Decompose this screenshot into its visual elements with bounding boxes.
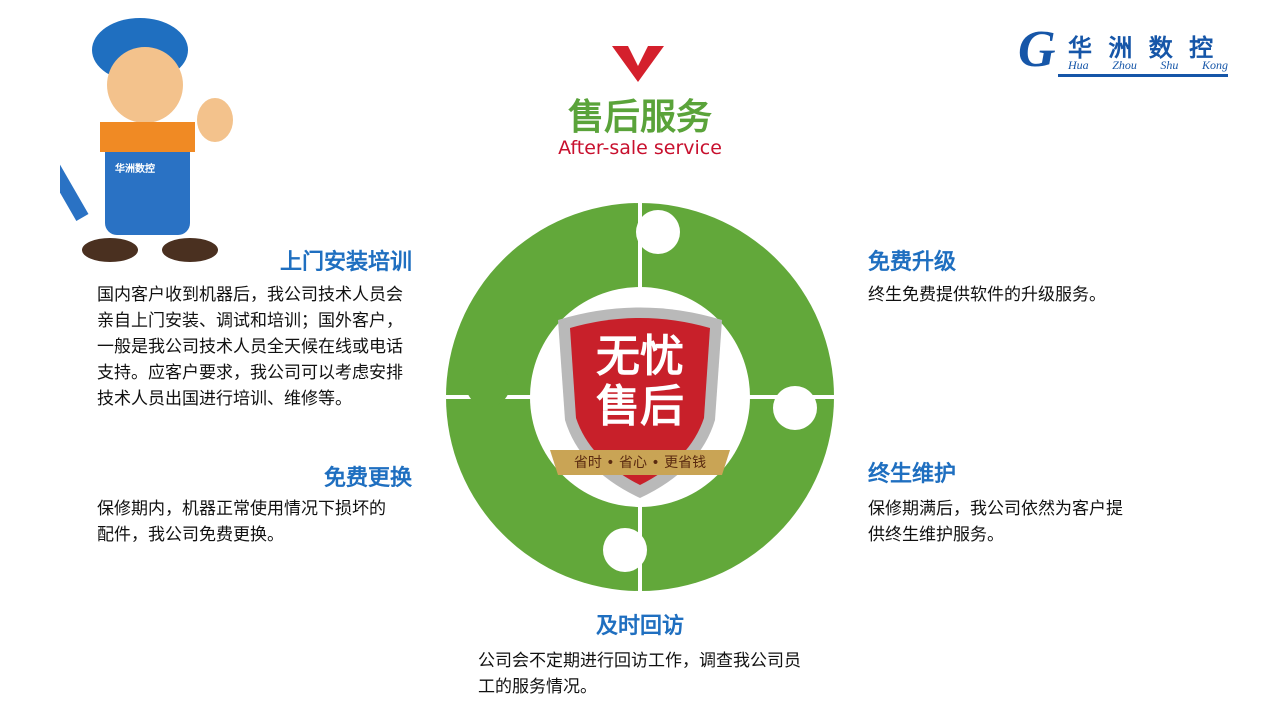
- v-logo-icon: [612, 46, 664, 82]
- section-text-replacement: 保修期内，机器正常使用情况下损坏的配件，我公司免费更换。: [97, 499, 386, 545]
- section-title-installation: 上门安装培训: [279, 250, 412, 275]
- section-title-upgrade: 免费升级: [868, 250, 957, 275]
- page-title: 售后服务: [567, 97, 712, 138]
- page-subtitle: After-sale service: [558, 137, 722, 159]
- section-title-replacement: 免费更换: [323, 466, 412, 491]
- section-text-upgrade: 终生免费提供软件的升级服务。: [868, 285, 1106, 305]
- section-title-maintenance: 终生维护: [868, 462, 957, 487]
- section-title-followup: 及时回访: [595, 614, 684, 639]
- section-text-followup: 公司会不定期进行回访工作，调查我公司员工的服务情况。: [478, 651, 801, 697]
- mascot-illustration: 华洲数控: [46, 10, 240, 270]
- section-text-maintenance: 保修期满后，我公司依然为客户提供终生维护服务。: [868, 499, 1123, 545]
- section-text-installation: 国内客户收到机器后，我公司技术人员会亲自上门安装、调试和培训；国外客户，一般是我…: [97, 285, 403, 409]
- worry-free-badge: 无忧 售后 省时 • 省心 • 更省钱: [550, 300, 730, 500]
